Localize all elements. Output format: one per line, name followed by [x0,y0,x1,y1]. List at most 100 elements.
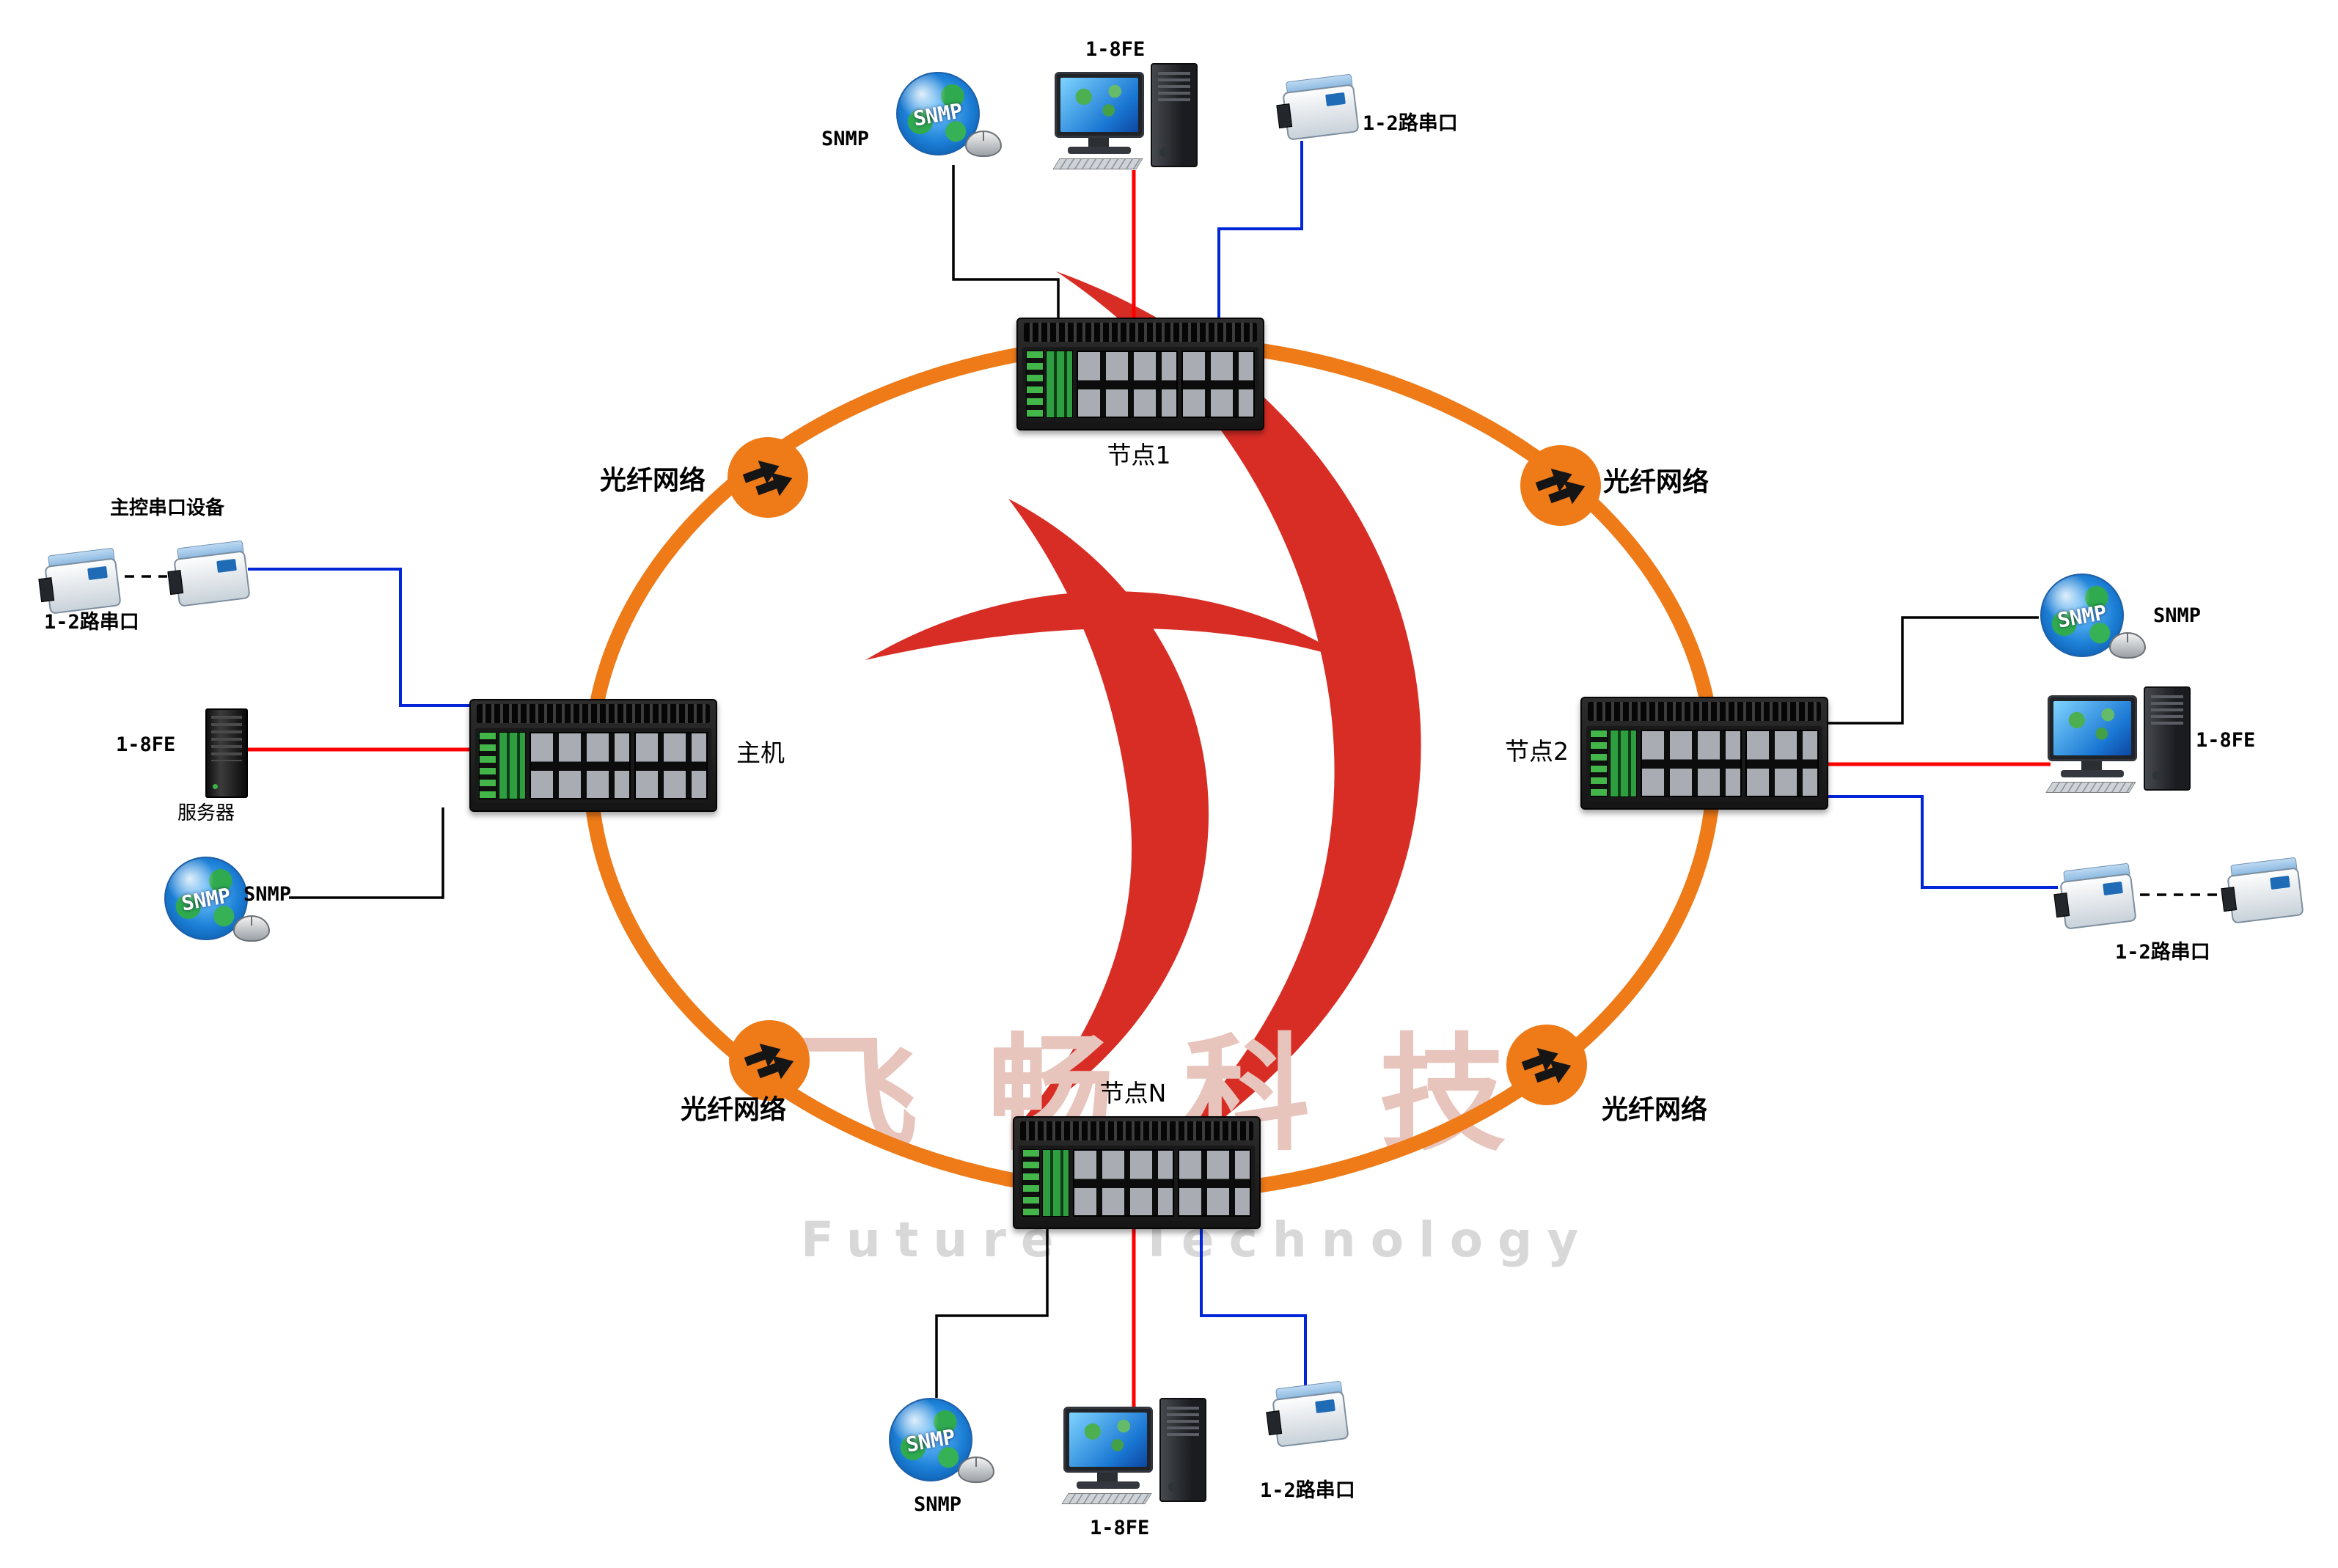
switch-front-panel [1586,726,1822,801]
switch-power-terminal [499,732,526,799]
pc-tower [1151,63,1198,167]
company-logo-watermark [865,271,1421,1177]
industrial-switch-nodeN [1013,1116,1261,1229]
serial-converter [2224,857,2304,924]
serial-ports-label: 1-2路串口 [1260,1479,1355,1502]
switch-rj45-ports [1745,730,1819,797]
pc-base [2061,770,2124,777]
snmp-globe: SNMP [896,72,1002,157]
switch-status-leds [1590,730,1608,797]
serial-converter-body [2227,867,2304,924]
globe-snmp-text: SNMP [179,882,233,916]
mouse-icon [233,915,270,942]
node1-label: 节点1 [1107,441,1171,469]
switch-front-panel [1019,1146,1255,1220]
serial-ports-label: 1-2路串口 [1363,112,1458,135]
switch-rj45-ports [634,732,708,799]
fiber-network-icon [1520,445,1601,526]
serial-ports-label: 1-2路串口 [2115,941,2210,964]
switch-sfp-ports [1077,351,1179,418]
nodeN-label: 节点N [1099,1079,1167,1107]
switch-power-terminal [1610,730,1637,797]
industrial-switch-node1 [1016,318,1264,431]
fiber-network-icon [729,1020,810,1101]
link-bottom-serial [1200,1226,1307,1386]
link-bottom-snmp [935,1226,1049,1398]
switch-front-panel [475,728,711,803]
master-label: 主机 [736,739,785,767]
fe-ports-label: 1-8FE [116,733,176,756]
snmp-label: SNMP [914,1493,962,1516]
snmp-globe: SNMP [889,1398,994,1483]
serial-converter-body [1272,1391,1349,1448]
switch-power-terminal [1046,351,1073,418]
serial-converter [2056,862,2137,930]
server-tower [205,708,248,798]
fiber-network-icon [1506,1025,1587,1105]
link-right-serial [1824,795,2058,889]
fiber-network-label: 光纤网络 [1603,467,1709,497]
switch-sfp-ports [1641,730,1742,797]
link-left-serial [248,568,472,707]
management-pc [1052,62,1198,173]
pc-keyboard [1052,158,1143,169]
pc-keyboard [2045,782,2136,793]
serial-converter [41,547,122,615]
globe-snmp-text: SNMP [911,98,965,131]
snmp-label: SNMP [821,128,870,150]
management-pc [1061,1396,1206,1508]
pc-base [1068,147,1131,154]
management-pc [2045,685,2191,796]
snmp-globe: SNMP [164,857,270,942]
switch-led-terminal-block [479,732,526,799]
switch-vent-grille [1020,1121,1253,1140]
link-left-snmp [289,807,444,899]
mouse-icon [958,1457,994,1483]
node2-label: 节点2 [1505,737,1569,766]
fiber-network-label: 光纤网络 [681,1095,787,1125]
switch-status-leds [479,732,496,799]
fiber-network-label: 光纤网络 [1602,1095,1708,1125]
snmp-label: SNMP [2153,604,2202,627]
pc-stand [1088,138,1109,147]
serial-converter-body [173,550,251,607]
switch-rj45-ports [1178,1149,1251,1217]
pc-monitor [1063,1407,1153,1473]
fe-ports-label: 1-8FE [1090,1517,1150,1539]
switch-status-leds [1026,351,1044,418]
pc-keyboard [1061,1493,1152,1504]
fe-ports-label: 1-8FE [2196,729,2256,752]
fiber-network-label: 光纤网络 [600,466,706,496]
mouse-icon [965,131,1002,157]
server-label: 服务器 [177,802,235,824]
serial-converter-body [2059,873,2137,930]
snmp-label: SNMP [243,883,292,906]
globe-snmp-text: SNMP [2055,599,2109,633]
industrial-switch-node2 [1580,697,1828,810]
pc-screen [1060,78,1138,132]
serial-group-title: 主控串口设备 [110,497,225,519]
snmp-globe: SNMP [2040,574,2146,659]
link-right-snmp [1824,616,2039,725]
pc-screen [1069,1413,1147,1467]
pc-stand [1097,1473,1118,1481]
switch-vent-grille [1024,323,1257,342]
switch-led-terminal-block [1026,351,1073,418]
pc-stand [2081,761,2102,770]
pc-screen [2053,701,2131,755]
switch-status-leds [1022,1149,1040,1217]
pc-tower [1159,1398,1206,1502]
mouse-icon [2109,632,2146,659]
switch-vent-grille [1588,702,1821,721]
switch-led-terminal-block [1022,1149,1069,1217]
pc-tower [2144,686,2191,791]
pc-base [1077,1481,1140,1489]
pc-monitor [1055,72,1144,138]
serial-converter [1279,73,1360,141]
switch-front-panel [1022,347,1258,422]
serial-ports-label: 1-2路串口 [44,611,139,634]
fe-ports-label: 1-8FE [1085,38,1146,61]
link-top-serial [1217,141,1303,320]
